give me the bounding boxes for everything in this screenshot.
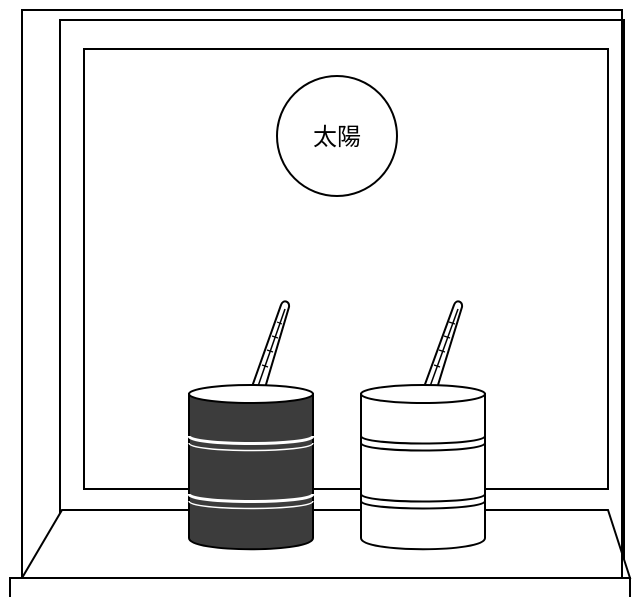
white-can-band-lower-2	[360, 500, 486, 510]
thermometer-black-can	[246, 300, 291, 399]
white-can-group	[360, 300, 486, 551]
black-can-band-upper-2	[188, 442, 314, 452]
table-front-edge	[9, 577, 631, 597]
black-can-band-upper	[187, 434, 315, 445]
black-can-band-lower	[187, 492, 315, 503]
sun-circle	[276, 75, 398, 197]
white-can-body	[360, 393, 486, 551]
black-can-body	[188, 393, 314, 551]
sun: 太陽	[276, 75, 398, 197]
thermometer-white-can	[418, 300, 464, 399]
white-can-band-upper	[360, 435, 486, 445]
black-can-group	[187, 300, 315, 551]
sun-label: 太陽	[313, 123, 361, 151]
white-can-band-upper-2	[360, 442, 486, 452]
window-sill	[20, 509, 632, 579]
black-can-band-lower-2	[188, 500, 314, 510]
white-can-band-lower	[360, 493, 486, 503]
black-can-top	[188, 384, 314, 404]
white-can-top	[360, 384, 486, 404]
